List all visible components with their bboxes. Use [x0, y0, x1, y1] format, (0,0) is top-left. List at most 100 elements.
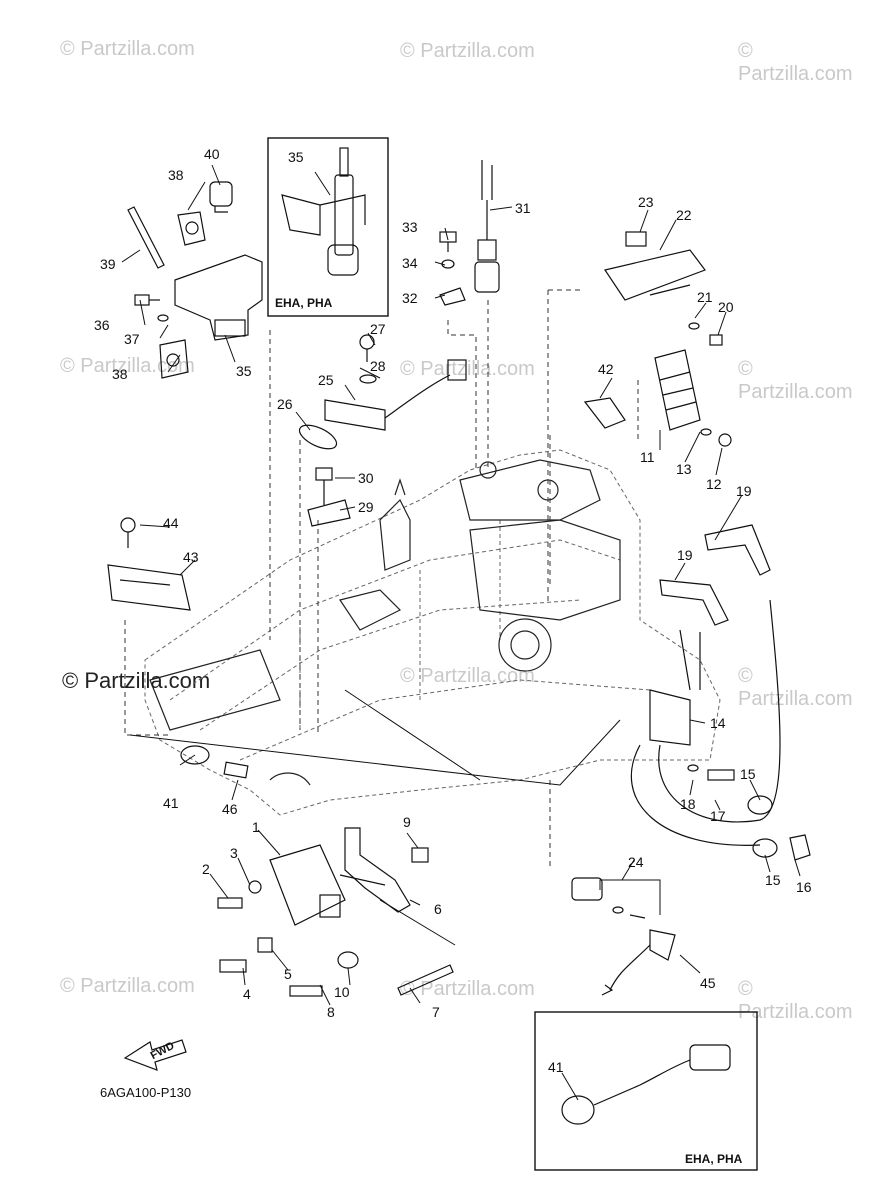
- callout-33: 33: [402, 219, 418, 235]
- part-24: [571, 877, 646, 919]
- part-11: [654, 349, 701, 431]
- part-44: [120, 517, 136, 548]
- part-22: [604, 249, 706, 301]
- callout-38: 38: [112, 366, 128, 382]
- callout-34: 34: [402, 255, 418, 271]
- inset-box-top: [267, 137, 389, 317]
- watermark: © Partzilla.com: [738, 40, 853, 85]
- callout-27: 27: [370, 321, 386, 337]
- part-8: [289, 985, 323, 997]
- part-43: [107, 564, 191, 611]
- callout-15: 15: [765, 872, 781, 888]
- part-39: [127, 206, 165, 269]
- part-42: [583, 397, 626, 429]
- callout-16: 16: [796, 879, 812, 895]
- callout-22: 22: [676, 207, 692, 223]
- part-31: [474, 160, 500, 293]
- callout-17: 17: [710, 808, 726, 824]
- part-30: [315, 467, 333, 505]
- callout-35: 35: [288, 149, 304, 165]
- part-26: [298, 424, 338, 450]
- callout-26: 26: [277, 396, 293, 412]
- callout-9: 9: [403, 814, 411, 830]
- watermark: © Partzilla.com: [738, 978, 853, 1023]
- watermark: © Partzilla.com: [400, 978, 535, 1000]
- part-19-lower: [659, 579, 729, 626]
- callout-31: 31: [515, 200, 531, 216]
- part-14: [649, 629, 701, 746]
- callout-43: 43: [183, 549, 199, 565]
- watermark: © Partzilla.com: [400, 40, 535, 62]
- callout-41: 41: [163, 795, 179, 811]
- watermark: © Partzilla.com: [400, 665, 535, 687]
- part-38-top: [177, 211, 206, 246]
- callout-13: 13: [676, 461, 692, 477]
- part-2: [217, 897, 243, 909]
- callout-40: 40: [204, 146, 220, 162]
- inset-label-bottom: EHA, PHA: [685, 1152, 743, 1166]
- part-36: [134, 294, 160, 306]
- inset-label-top: EHA, PHA: [275, 296, 333, 310]
- callout-19: 19: [677, 547, 693, 563]
- part-9: [411, 847, 429, 863]
- part-18: [687, 764, 699, 772]
- callout-4: 4: [243, 986, 251, 1002]
- part-19-upper: [704, 524, 771, 576]
- part-16: [789, 834, 811, 861]
- callout-32: 32: [402, 290, 418, 306]
- callout-19: 19: [736, 483, 752, 499]
- watermark: © Partzilla.com: [400, 358, 535, 380]
- callout-39: 39: [100, 256, 116, 272]
- part-38-bottom: [159, 339, 189, 379]
- callout-38: 38: [168, 167, 184, 183]
- part-35-inset: [281, 147, 366, 276]
- part-21: [688, 322, 700, 330]
- callout-24: 24: [628, 854, 644, 870]
- watermark: © Partzilla.com: [738, 665, 853, 710]
- callout-12: 12: [706, 476, 722, 492]
- part-4: [219, 959, 247, 973]
- ignition-cables: [630, 599, 781, 846]
- callout-25: 25: [318, 372, 334, 388]
- callout-23: 23: [638, 194, 654, 210]
- part-7: [397, 964, 454, 996]
- callout-36: 36: [94, 317, 110, 333]
- inset-box-bottom: [534, 1011, 758, 1171]
- callout-30: 30: [358, 470, 374, 486]
- part-10: [337, 951, 359, 969]
- callout-7: 7: [432, 1004, 440, 1020]
- part-34: [441, 259, 455, 269]
- callout-37: 37: [124, 331, 140, 347]
- callout-21: 21: [697, 289, 713, 305]
- part-40: [209, 181, 233, 213]
- part-15-lower: [752, 838, 778, 858]
- part-3: [248, 880, 262, 894]
- part-1: [269, 844, 346, 926]
- watermark: © Partzilla.com: [60, 38, 195, 60]
- part-17: [707, 769, 735, 781]
- callout-15: 15: [740, 766, 756, 782]
- callout-11: 11: [640, 449, 655, 465]
- callout-14: 14: [710, 715, 726, 731]
- part-27: [359, 334, 375, 362]
- callout-46: 46: [222, 801, 238, 817]
- part-41: [180, 745, 210, 765]
- callout-45: 45: [700, 975, 716, 991]
- part-20: [709, 334, 723, 346]
- part-29: [307, 499, 351, 527]
- callout-35: 35: [236, 363, 252, 379]
- part-33: [439, 231, 457, 252]
- part-25: [324, 359, 467, 431]
- callout-18: 18: [680, 796, 696, 812]
- callout-6: 6: [434, 901, 442, 917]
- watermark: © Partzilla.com: [60, 975, 195, 997]
- part-32: [439, 287, 466, 306]
- assembly-lines: [124, 289, 639, 870]
- part-41-inset: [561, 1044, 731, 1125]
- part-12: [718, 433, 732, 447]
- part-5: [257, 937, 273, 953]
- callout-5: 5: [284, 966, 292, 982]
- part-37: [157, 314, 169, 322]
- callout-42: 42: [598, 361, 614, 377]
